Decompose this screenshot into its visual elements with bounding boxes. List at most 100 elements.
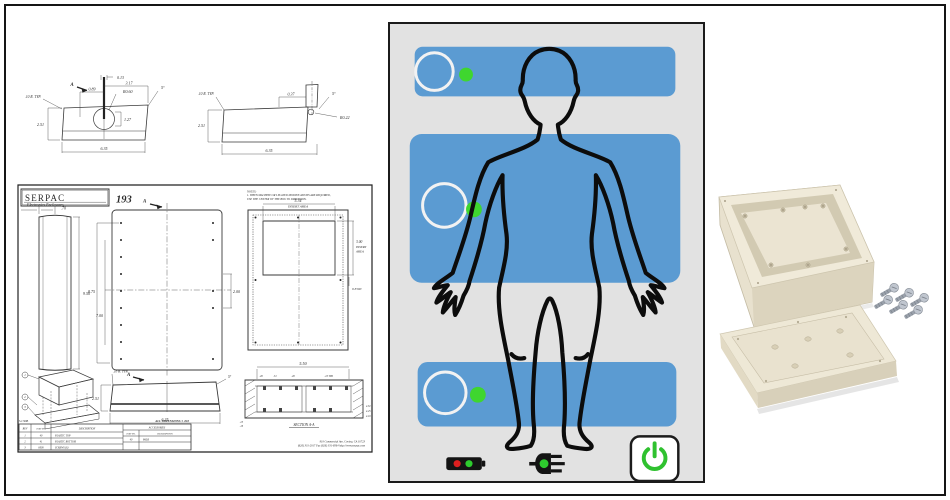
table-header: DESCRIPTION — [156, 433, 173, 436]
dim-label: .31 — [273, 375, 277, 378]
enclosure-top-shell — [718, 184, 875, 328]
table-cell: PLASTIC BOTTOM — [54, 441, 77, 444]
dim-label: 0.13 — [117, 75, 124, 80]
sensor-button-middle[interactable] — [421, 182, 468, 229]
brand-sub-text: Electronics Enclosures — [26, 202, 64, 207]
sensor-bar-top[interactable] — [414, 46, 676, 97]
table-cell: 3 — [24, 447, 26, 450]
table-cell: 1 — [24, 435, 26, 438]
power-plug-icon — [529, 453, 565, 475]
dim-label: .10 — [240, 425, 244, 428]
power-button[interactable] — [629, 435, 680, 481]
detail-left-labels: 0.13 3.17 0.89 R0.60 5° A .10 R. TYP. 2.… — [25, 75, 165, 151]
section-arrow-label: A — [126, 373, 131, 378]
battery-led-green — [465, 460, 473, 468]
drawing-sheet-graphic: 0.13 3.17 0.89 R0.60 5° A .10 R. TYP. 2.… — [17, 75, 373, 457]
hatch-left — [245, 380, 255, 418]
insert-view — [248, 204, 354, 350]
tolerance-note: ALL DIMENSIONS ± .010 — [154, 419, 189, 423]
detail-view-right — [208, 81, 337, 155]
enclosure-bottom-shell — [719, 304, 897, 408]
technical-drawing-panel: 0.13 3.17 0.89 R0.60 5° A .10 R. TYP. 2.… — [17, 55, 373, 457]
tray-holes — [736, 315, 882, 383]
dim-label: 2.51 — [37, 122, 44, 127]
led-indicator-top — [459, 67, 473, 82]
dim-label: 8.75 — [88, 289, 95, 294]
dim-label: R0.60 — [122, 89, 132, 94]
knee-mark-left — [509, 352, 527, 361]
table-header: REV — [22, 428, 28, 431]
body-outline — [431, 46, 667, 452]
dim-label: 7.00 — [96, 313, 103, 318]
dim-label: R0.22 — [339, 115, 349, 120]
table-cell: PLASTIC TOP — [54, 435, 71, 438]
dim-label: .28 — [291, 375, 295, 378]
table-cell: PADS — [142, 439, 150, 442]
table-header: DESCRIPTION — [78, 428, 96, 431]
dim-label: 0.89 — [89, 87, 96, 92]
dim-label: 6.35 — [101, 146, 108, 151]
iso-markers: 1 2 3 — [24, 373, 26, 409]
sensor-button-top[interactable] — [414, 51, 455, 92]
marker-label: 3 — [24, 405, 26, 409]
dim-label: 0.37 — [288, 92, 296, 97]
address-line: (626) 331-2917 Fax (626) 331-8564 http:/… — [298, 445, 365, 448]
brand-logo-text: SERPAC — [25, 193, 65, 203]
dim-label: AREA — [355, 250, 364, 254]
dim-label: 5.50 — [299, 361, 307, 366]
dim-label: 5° — [228, 375, 232, 379]
dim-label: .10 R. TYP. — [113, 370, 128, 374]
battery-led-red — [453, 460, 461, 468]
dim-label: 1.27 — [124, 117, 132, 122]
dim-label: 5° — [332, 91, 336, 96]
side-view — [21, 206, 80, 370]
dim-label: 6.35 — [162, 417, 169, 422]
dim-label: 9.50 — [83, 291, 90, 296]
table-header: PART NO. — [125, 433, 135, 436]
device-control-panel — [388, 22, 705, 483]
dim-label: 0.3500 — [352, 287, 362, 291]
section-arrow-label: A — [142, 200, 147, 205]
sensor-bar-bottom[interactable] — [417, 362, 677, 427]
note-line: USE THE CENTER OF THE BOX TO DIMENSION. — [247, 198, 307, 201]
front-view — [97, 203, 232, 377]
dim-label: .10 R. TYP. — [198, 92, 214, 96]
dim-label: 4.19 — [366, 415, 371, 418]
dim-label: .28 — [259, 375, 263, 378]
isometric-view — [22, 370, 99, 429]
table-cell: 41 — [40, 441, 43, 444]
power-icon — [641, 441, 668, 471]
enclosure-photos-graphic — [718, 184, 931, 414]
hatch-right — [353, 380, 363, 418]
sheet-notes: NOTES: 1. WHEN MACHINE OR I PLATED MODIF… — [246, 191, 331, 201]
screws-group — [872, 281, 931, 322]
tray-posts — [771, 328, 854, 369]
table-header: ACCESSORIES — [148, 427, 166, 430]
table-cell: 6000 — [38, 447, 44, 450]
dim-label: 2.00 — [233, 289, 240, 294]
plug-led-green — [539, 459, 549, 469]
table-cell: 40 — [130, 439, 133, 442]
dim-label: 3.17 — [126, 81, 134, 86]
table-header: PART NO. — [35, 428, 45, 431]
dim-label: INSERT — [355, 245, 367, 249]
detail-view-left — [43, 75, 158, 153]
sensor-button-bottom[interactable] — [423, 370, 468, 416]
section-title: SECTION A-A — [294, 423, 316, 427]
dim-label: 2.51 — [198, 123, 205, 128]
marker-label: 1 — [24, 373, 26, 377]
dim-label: 5° — [161, 85, 165, 90]
rim-holes — [724, 189, 868, 284]
table-cell: 2 — [24, 441, 26, 444]
address-block: 919 Commercial Ave. Covina, CA 91723 (62… — [298, 441, 366, 448]
address-line: 919 Commercial Ave. Covina, CA 91723 — [320, 441, 366, 444]
note-line: NOTES: — [246, 191, 257, 194]
detail-right-labels: .10 R. TYP. 0.37 5° 2.51 R0.22 6.35 — [198, 91, 349, 153]
knee-mark-right — [573, 352, 591, 361]
dim-label: 4.25 — [366, 410, 371, 413]
model-number: 193 — [116, 195, 132, 206]
parts-table — [19, 424, 191, 450]
hole-pattern — [120, 222, 214, 360]
sheet-number: S-1746B — [19, 420, 28, 423]
